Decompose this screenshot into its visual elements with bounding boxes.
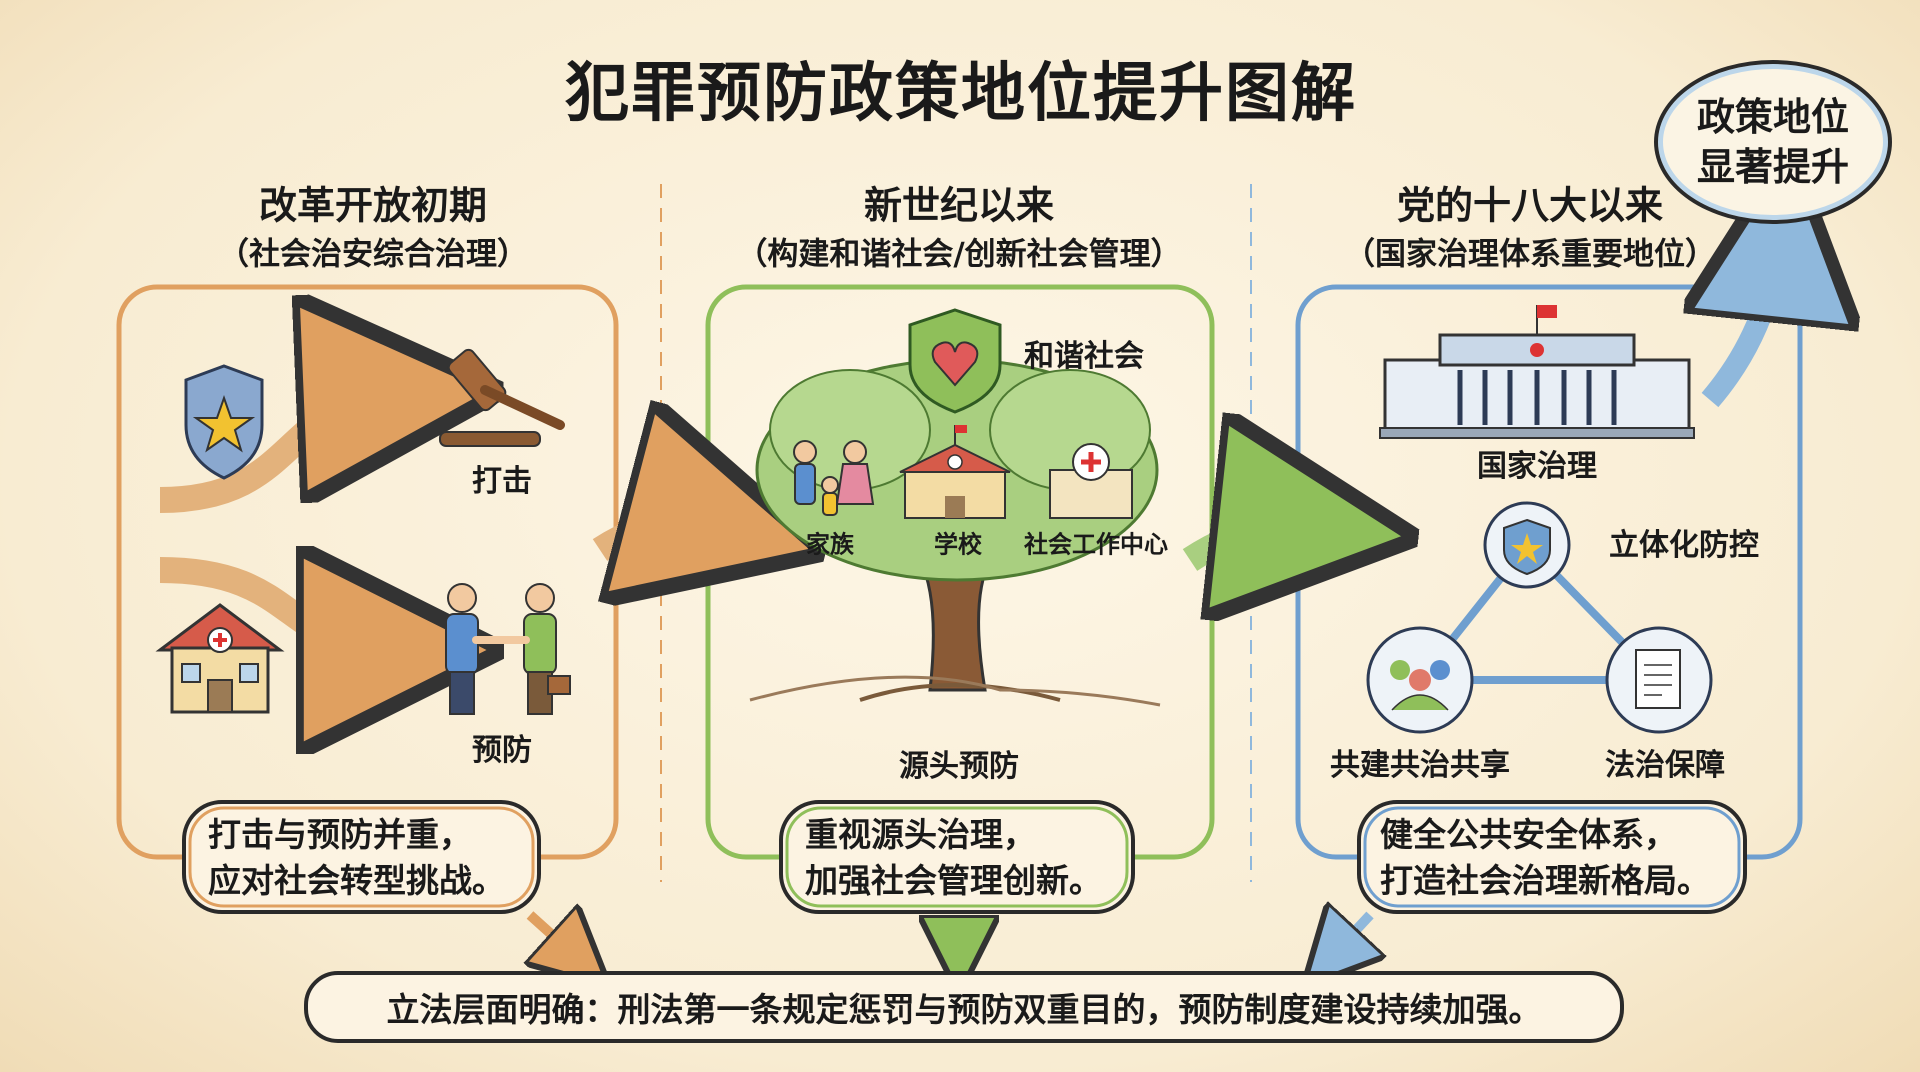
phase2-caption: 重视源头治理， 加强社会管理创新。 — [805, 812, 1102, 904]
social-work-center-label: 社会工作中心 — [1024, 530, 1168, 559]
harmony-label: 和谐社会 — [1024, 339, 1144, 374]
social-work-center-icon — [1049, 443, 1133, 519]
hospital-house-icon — [155, 603, 285, 714]
badge-line-1: 政策地位 — [1696, 95, 1849, 139]
handshake-people-icon — [445, 583, 571, 715]
page-title: 犯罪预防政策地位提升图解 — [565, 57, 1357, 131]
arrow-caption1-to-footer — [530, 915, 580, 960]
footer-text: 立法层面明确：刑法第一条规定惩罚与预防双重目的，预防制度建设持续加强。 — [386, 990, 1542, 1029]
caption-box-2 — [779, 800, 1135, 914]
strike-arrow — [159, 395, 400, 513]
phase2-heading: 新世纪以来 — [863, 183, 1055, 228]
strike-label: 打击 — [472, 464, 532, 499]
phase3-caption: 健全公共安全体系， 打造社会治理新格局。 — [1380, 812, 1710, 904]
caption-line: 应对社会转型挑战。 — [208, 861, 505, 900]
caption-line: 重视源头治理， — [805, 815, 1036, 854]
prevent-label: 预防 — [472, 733, 532, 768]
phase3-heading: 党的十八大以来 — [1396, 183, 1664, 228]
up-arrow — [1710, 235, 1780, 408]
footer-box — [304, 971, 1624, 1043]
arrow-caption3-to-footer — [1330, 915, 1370, 958]
phase3-subheading: （国家治理体系重要地位） — [1344, 236, 1716, 273]
government-building-icon — [1379, 305, 1695, 439]
caption-box-1 — [182, 800, 541, 914]
phase1-heading: 改革开放初期 — [258, 183, 488, 228]
prevention-control-label: 立体化防控 — [1609, 528, 1759, 563]
caption-line: 加强社会管理创新。 — [805, 861, 1102, 900]
arrow-phase1-to-phase2 — [592, 522, 725, 550]
police-badge-icon — [184, 364, 264, 480]
prevent-arrow — [159, 570, 400, 650]
family-icon — [793, 440, 875, 516]
status-badge: 政策地位 显著提升 — [1654, 60, 1892, 224]
governance-label: 国家治理 — [1477, 449, 1597, 484]
cogovernance-label: 共建共治共享 — [1330, 748, 1510, 783]
school-icon — [899, 425, 1011, 519]
rule-of-law-label: 法治保障 — [1605, 748, 1725, 783]
family-label: 家族 — [806, 530, 854, 559]
caption-box-3 — [1357, 800, 1747, 914]
caption-line: 打造社会治理新格局。 — [1380, 861, 1710, 900]
phase1-subheading: （社会治安综合治理） — [218, 236, 528, 273]
phase1-caption: 打击与预防并重， 应对社会转型挑战。 — [208, 812, 505, 904]
phase2-subheading: （构建和谐社会/创新社会管理） — [736, 236, 1182, 273]
shield-heart-icon — [908, 308, 1002, 414]
source-prevention-label: 源头预防 — [899, 749, 1019, 784]
caption-line: 打击与预防并重， — [208, 815, 472, 854]
gavel-icon — [439, 348, 565, 447]
caption-line: 健全公共安全体系， — [1380, 815, 1677, 854]
school-label: 学校 — [934, 530, 982, 559]
arrow-phase2-to-phase3 — [1182, 526, 1315, 560]
triangle-network — [1366, 501, 1713, 734]
badge-line-2: 显著提升 — [1696, 145, 1849, 189]
